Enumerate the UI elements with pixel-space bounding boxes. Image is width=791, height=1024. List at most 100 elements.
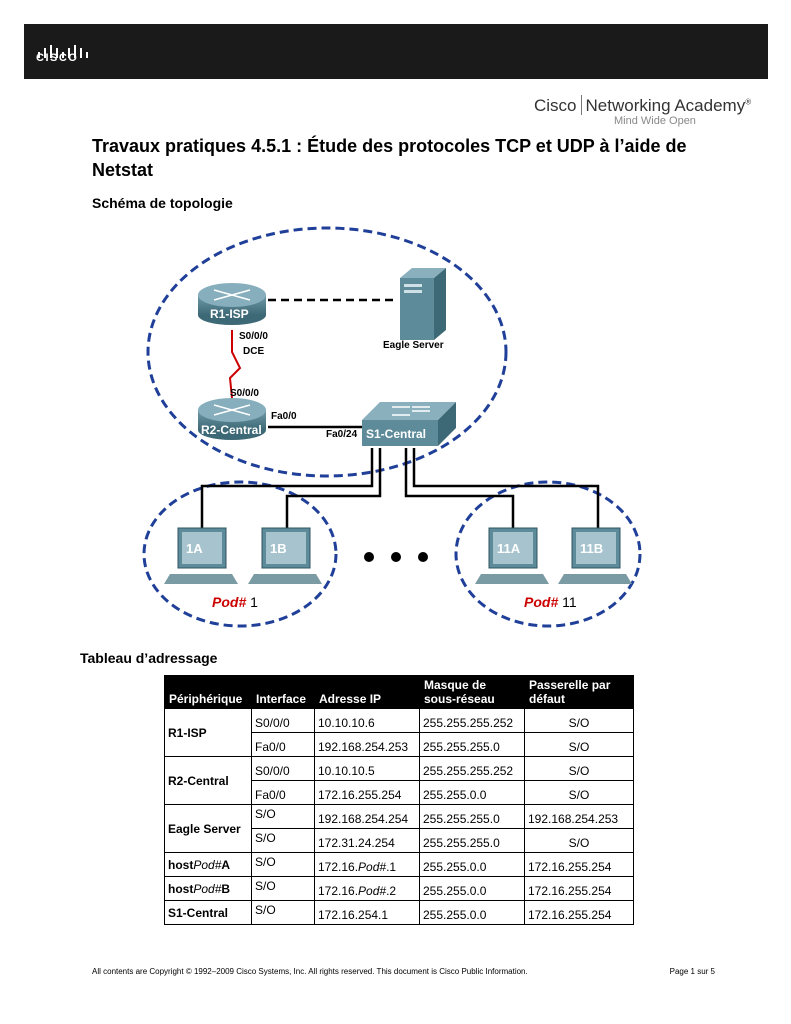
router-r1-icon bbox=[198, 283, 266, 325]
table-header-row: Périphérique Interface Adresse IP Masque… bbox=[164, 675, 634, 709]
gateway-cell: S/O bbox=[524, 780, 634, 805]
page-title: Travaux pratiques 4.5.1 : Étude des prot… bbox=[92, 136, 687, 180]
table-row: hostPod#B S/O 172.16.Pod#.2 255.255.0.0 … bbox=[164, 876, 634, 901]
dce-label: DCE bbox=[243, 346, 264, 357]
cisco-wordmark: CISCO bbox=[36, 52, 79, 64]
pod1-number: 1 bbox=[250, 594, 258, 610]
table-row: hostPod#A S/O 172.16.Pod#.1 255.255.0.0 … bbox=[164, 852, 634, 877]
switch-interface-label: Fa0/24 bbox=[326, 429, 358, 440]
gateway-cell: S/O bbox=[524, 828, 634, 853]
ip-cell: 172.16.254.1 bbox=[314, 900, 420, 925]
core-network-ellipse bbox=[146, 226, 508, 478]
pod11-ellipse bbox=[454, 480, 642, 628]
r2-serial-interface-label: S0/0/0 bbox=[230, 388, 259, 399]
ip-cell: 172.16.Pod#.1 bbox=[314, 852, 420, 877]
device-pod: Pod# bbox=[193, 881, 222, 896]
interface-cell: Fa0/0 bbox=[251, 780, 315, 805]
col-header-interface: Interface bbox=[251, 675, 315, 709]
table-row: Eagle Server S/O 192.168.254.254 255.255… bbox=[164, 804, 634, 853]
ip-suffix: .1 bbox=[386, 860, 397, 874]
academy-tagline: Mind Wide Open bbox=[614, 115, 696, 127]
device-cell: R2-Central bbox=[164, 756, 252, 805]
router-r2-icon bbox=[198, 398, 266, 440]
ip-cell: 172.16.Pod#.2 bbox=[314, 876, 420, 901]
mask-cell: 255.255.0.0 bbox=[419, 900, 525, 925]
topology-heading: Schéma de topologie bbox=[92, 195, 233, 211]
ip-cell: 172.31.24.254 bbox=[314, 828, 420, 853]
mask-cell: 255.255.0.0 bbox=[419, 780, 525, 805]
mask-cell: 255.255.255.252 bbox=[419, 756, 525, 781]
device-prefix: host bbox=[168, 857, 194, 872]
host-1a-label: 1A bbox=[186, 541, 203, 556]
table-row: R1-ISP S0/0/0 10.10.10.6 255.255.255.252… bbox=[164, 708, 634, 757]
device-suffix: B bbox=[221, 881, 231, 896]
host-11b-label: 11B bbox=[580, 541, 603, 556]
host-11a-label: 11A bbox=[497, 541, 521, 556]
device-cell: S1-Central bbox=[164, 900, 252, 925]
ip-pod: Pod# bbox=[358, 884, 387, 898]
interface-cell: S/O bbox=[251, 804, 315, 829]
r2-label: R2-Central bbox=[201, 423, 262, 437]
pc-11b-icon bbox=[558, 527, 632, 584]
gateway-cell: S/O bbox=[524, 708, 634, 733]
r1-label: R1-ISP bbox=[210, 307, 249, 321]
gateway-cell: 172.16.255.254 bbox=[524, 852, 634, 877]
table-row: S/O 172.31.24.254 255.255.255.0 S/O bbox=[165, 828, 634, 853]
interface-cell: S/O bbox=[251, 876, 315, 901]
device-pod: Pod# bbox=[193, 857, 222, 872]
device-cell: hostPod#B bbox=[164, 876, 252, 901]
device-suffix: A bbox=[221, 857, 231, 872]
table-row: S1-Central S/O 172.16.254.1 255.255.0.0 … bbox=[164, 900, 634, 925]
academy-left-text: Cisco bbox=[534, 96, 577, 115]
server-label: Eagle Server bbox=[383, 340, 444, 351]
interface-cell: S/O bbox=[251, 852, 315, 877]
device-cell: R1-ISP bbox=[164, 708, 252, 757]
address-heading: Tableau d’adressage bbox=[80, 650, 218, 666]
pod11-number: 11 bbox=[562, 594, 577, 610]
gateway-cell: S/O bbox=[524, 756, 634, 781]
switch-label: S1-Central bbox=[366, 427, 426, 441]
pc-1a-icon bbox=[164, 527, 238, 584]
interface-cell: S0/0/0 bbox=[251, 708, 315, 733]
pod11-label: Pod# bbox=[524, 594, 558, 610]
mask-cell: 255.255.0.0 bbox=[419, 852, 525, 877]
header-banner bbox=[24, 24, 768, 79]
device-cell: Eagle Server bbox=[164, 804, 252, 853]
table-row: Fa0/0 172.16.255.254 255.255.0.0 S/O bbox=[165, 780, 634, 805]
switch-icon bbox=[362, 402, 456, 446]
col-header-gateway: Passerelle par défaut bbox=[524, 675, 634, 709]
interface-cell: Fa0/0 bbox=[251, 732, 315, 757]
gateway-cell: 192.168.254.253 bbox=[524, 804, 634, 829]
table-row: R2-Central S0/0/0 10.10.10.5 255.255.255… bbox=[164, 756, 634, 805]
pc-11a-icon bbox=[475, 527, 549, 584]
footer-page-number: Page 1 sur 5 bbox=[669, 967, 715, 976]
r2-fa-interface-label: Fa0/0 bbox=[271, 411, 297, 422]
footer-copyright: All contents are Copyright © 1992–2009 C… bbox=[92, 967, 528, 976]
pod1-caption: Pod# 1 bbox=[212, 594, 258, 610]
ip-cell: 192.168.254.253 bbox=[314, 732, 420, 757]
cisco-logo-icon bbox=[38, 45, 88, 58]
device-prefix: host bbox=[168, 881, 194, 896]
gateway-cell: 172.16.255.254 bbox=[524, 900, 634, 925]
academy-right-text: Networking Academy bbox=[585, 96, 746, 115]
ip-cell: 192.168.254.254 bbox=[314, 804, 420, 829]
server-icon bbox=[400, 268, 446, 340]
pod11-caption: Pod# 11 bbox=[524, 594, 577, 610]
interface-cell: S0/0/0 bbox=[251, 756, 315, 781]
gateway-cell: S/O bbox=[524, 732, 634, 757]
mask-cell: 255.255.255.252 bbox=[419, 708, 525, 733]
gateway-cell: 172.16.255.254 bbox=[524, 876, 634, 901]
ip-prefix: 172.16. bbox=[318, 884, 359, 898]
address-table: Périphérique Interface Adresse IP Masque… bbox=[164, 675, 634, 925]
switch-host-links bbox=[200, 448, 600, 528]
mask-cell: 255.255.255.0 bbox=[419, 828, 525, 853]
col-header-device: Périphérique bbox=[164, 675, 252, 709]
ip-cell: 10.10.10.6 bbox=[314, 708, 420, 733]
mask-cell: 255.255.255.0 bbox=[419, 804, 525, 829]
pod1-label: Pod# bbox=[212, 594, 246, 610]
interface-cell: S/O bbox=[251, 828, 315, 853]
col-header-ip: Adresse IP bbox=[314, 675, 420, 709]
r1-interface-label: S0/0/0 bbox=[239, 331, 268, 342]
